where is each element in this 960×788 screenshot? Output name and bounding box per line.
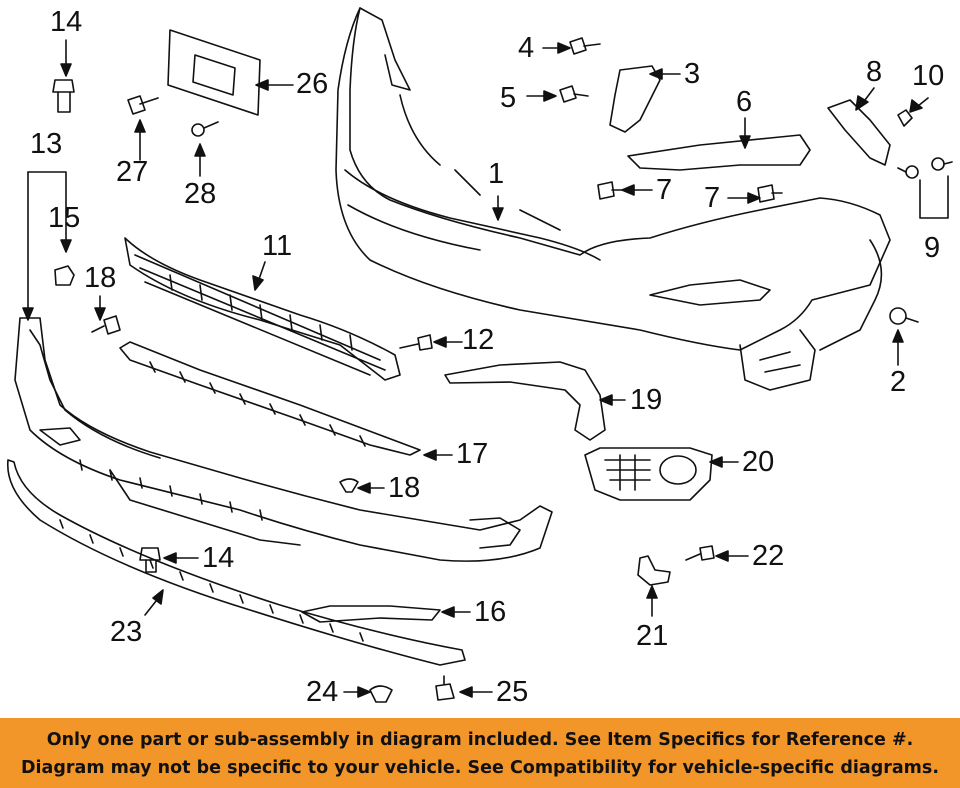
part-20-fog-bezel (584, 447, 713, 501)
callout-2: 2 (890, 366, 907, 398)
part-26-license-bracket (167, 29, 261, 116)
fastener-7b (757, 184, 783, 203)
callout-7b: 7 (704, 182, 721, 214)
part-15-clip (54, 265, 75, 286)
callout-10: 10 (912, 60, 945, 92)
callout-24: 24 (306, 676, 339, 708)
fastener-5 (559, 85, 589, 103)
callout-5: 5 (500, 82, 517, 114)
callout-23: 23 (110, 616, 143, 648)
callout-11: 11 (262, 230, 293, 262)
callout-14a: 14 (50, 6, 83, 38)
part-16-trim (301, 605, 441, 623)
callout-17: 17 (456, 438, 489, 470)
callout-9: 9 (924, 232, 941, 264)
part-3-bracket (609, 65, 661, 133)
disclaimer-banner: Only one part or sub-assembly in diagram… (0, 718, 960, 788)
fastener-28 (191, 121, 219, 137)
callout-16: 16 (474, 596, 507, 628)
callout-27: 27 (116, 156, 149, 188)
fastener-9b (931, 157, 953, 171)
part-6-bar (627, 134, 811, 171)
callout-26: 26 (296, 68, 329, 100)
callout-28: 28 (184, 178, 217, 210)
part-17-lower-grille (119, 341, 421, 456)
fastener-4 (569, 37, 601, 55)
diagram-drawing (7, 7, 953, 703)
part-13-lower-bumper (14, 317, 553, 562)
callout-18a: 18 (84, 262, 117, 294)
fastener-14-top (52, 79, 75, 113)
part-23-spoiler (7, 459, 466, 666)
fastener-12 (399, 334, 433, 351)
fastener-2 (889, 307, 919, 325)
fastener-25 (435, 675, 455, 701)
fastener-9a (897, 165, 919, 179)
disclaimer-line-1: Only one part or sub-assembly in diagram… (46, 730, 914, 750)
part-19-side-trim (444, 361, 606, 441)
leader-lines (22, 39, 949, 698)
part-21-clip (637, 555, 671, 586)
callout-15: 15 (48, 202, 81, 234)
callout-1: 1 (488, 158, 505, 190)
callout-20: 20 (742, 446, 775, 478)
callout-8: 8 (866, 56, 883, 88)
fasteners (52, 37, 953, 703)
disclaimer-line-2: Diagram may not be specific to your vehi… (21, 758, 939, 778)
callout-21: 21 (636, 620, 669, 652)
callout-18b: 18 (388, 472, 421, 504)
callout-22: 22 (752, 540, 785, 572)
callout-19: 19 (630, 384, 663, 416)
callout-3: 3 (684, 58, 701, 90)
callout-25: 25 (496, 676, 529, 708)
callout-7a: 7 (656, 174, 673, 206)
fastener-22 (685, 545, 715, 561)
fastener-18a (91, 315, 121, 335)
fastener-24 (369, 685, 393, 703)
callout-4: 4 (518, 32, 535, 64)
part-1-bumper-cover (335, 7, 891, 391)
fastener-14b (139, 547, 161, 573)
callout-13: 13 (30, 128, 63, 160)
fastener-27 (127, 95, 159, 115)
callout-14b: 14 (202, 542, 235, 574)
fastener-18b (339, 478, 359, 493)
part-8-side-bracket (827, 99, 891, 166)
part-11-grille (124, 237, 401, 381)
callout-12: 12 (462, 324, 495, 356)
callout-6: 6 (736, 86, 753, 118)
parts-diagram: 1 2 3 4 5 6 7 7 8 9 10 11 12 13 14 14 15… (7, 6, 953, 708)
fastener-10 (897, 109, 913, 127)
